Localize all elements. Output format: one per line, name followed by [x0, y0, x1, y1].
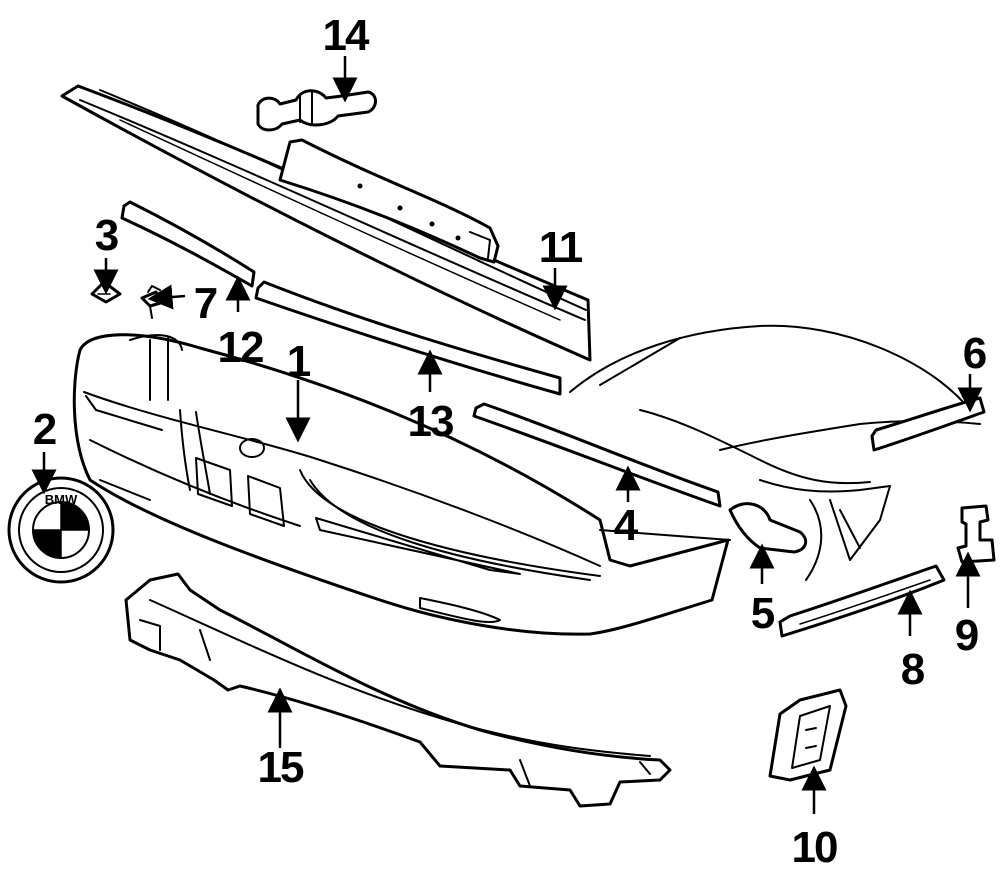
part-8-lower-strip [778, 564, 946, 638]
callout-4: 4 [614, 501, 639, 550]
callout-10: 10 [792, 823, 837, 872]
callout-7: 7 [194, 279, 217, 328]
callout-11: 11 [539, 223, 583, 272]
leader-lines [31, 56, 983, 814]
callout-2: 2 [33, 405, 56, 454]
part-6-trim-strip [870, 396, 986, 452]
part-15-lower-carrier [124, 572, 672, 808]
part-9-bracket [956, 504, 996, 564]
part-3-clip [90, 280, 122, 304]
hood-fender-outline [569, 324, 981, 581]
callout-6: 6 [963, 329, 986, 378]
part-14-bracket [278, 138, 500, 264]
part-12-molding-strip [120, 200, 256, 288]
callout-5: 5 [751, 589, 775, 638]
part-14-impact-absorber [256, 89, 377, 132]
part-2-emblem: BMW [7, 476, 115, 584]
callout-numbers: 14 11 3 7 12 1 13 4 6 2 5 8 9 10 15 [33, 11, 988, 872]
callout-13: 13 [408, 397, 453, 446]
emblem-text: BMW [45, 492, 78, 507]
part-11-upper-rail [60, 84, 592, 362]
callout-1: 1 [287, 337, 311, 386]
part-4-right-molding [472, 402, 722, 508]
part-10-support [768, 688, 848, 782]
part-5-bracket [728, 502, 808, 554]
callout-15: 15 [258, 743, 304, 792]
part-1-bumper-cover [72, 333, 731, 636]
callout-14: 14 [323, 11, 370, 60]
callout-8: 8 [901, 645, 925, 694]
part-7-fastener [140, 285, 166, 319]
callout-3: 3 [95, 211, 118, 260]
part-13-center-molding [254, 280, 562, 396]
callout-9: 9 [955, 611, 978, 660]
callout-12: 12 [218, 323, 263, 372]
